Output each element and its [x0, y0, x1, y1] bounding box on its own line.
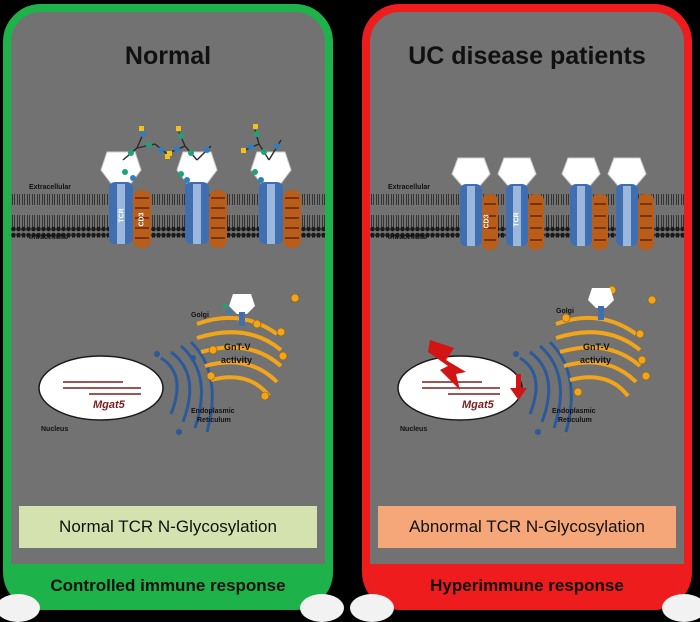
- endoplasmic-reticulum: [519, 340, 573, 433]
- cd3-coil-icon: [133, 190, 151, 248]
- cd3-coil-icon: [209, 190, 227, 248]
- tcr-label: TCR: [118, 208, 126, 223]
- corner-bump: [662, 594, 700, 622]
- activity-label: activity: [221, 355, 253, 365]
- normal-scene: [11, 124, 325, 435]
- nucleus-label: Nucleus: [400, 426, 428, 433]
- golgi-receptor: [588, 288, 614, 320]
- dna-strands: [63, 381, 141, 395]
- tcr-complex: [607, 157, 647, 246]
- tcr-complex: [561, 157, 601, 246]
- glycan-chain-icon: [167, 126, 212, 183]
- golgi-receptor: [222, 294, 255, 326]
- activity-label: activity: [580, 355, 612, 365]
- gnt-v-label: GnT-V: [224, 342, 251, 352]
- extracellular-label: Extracellular: [29, 184, 72, 191]
- corner-bump: [300, 594, 344, 622]
- vesicles: [561, 285, 657, 397]
- immune-outcome: Controlled immune response: [11, 564, 325, 602]
- panel-title: Normal: [124, 42, 212, 70]
- golgi-apparatus: [555, 315, 642, 398]
- lightning-bolt-icon: [428, 340, 466, 390]
- tcr-complex: [250, 151, 301, 248]
- tcr-complex: [451, 157, 491, 246]
- cd3-coil-icon: [482, 194, 654, 250]
- er-label-line2: Reticulum: [197, 417, 231, 424]
- golgi-label: Golgi: [556, 308, 574, 315]
- cd3-coil-icon: [283, 190, 301, 248]
- glycosylation-status: Normal TCR N-Glycosylation: [19, 506, 317, 548]
- tcr-complex: [497, 157, 537, 246]
- panel-title: UC disease patients: [408, 42, 646, 70]
- cd3-label: CD3: [138, 212, 146, 227]
- corner-bump: [350, 594, 394, 622]
- er-label-line2: Reticulum: [558, 417, 592, 424]
- extracellular-label: Extracellular: [388, 184, 431, 191]
- tcr-label: TCR: [513, 212, 521, 227]
- normal-panel: Normal: [3, 4, 333, 610]
- glycan-chain-icon: [122, 126, 170, 181]
- uc-panel: UC disease patients: [362, 4, 692, 610]
- intracellular-label: Intracellular: [29, 234, 69, 241]
- er-label-line1: Endoplasmic: [552, 408, 596, 415]
- down-arrow-icon: [510, 374, 527, 400]
- er-label-line1: Endoplasmic: [191, 408, 235, 415]
- immune-outcome: Hyperimmune response: [370, 564, 684, 602]
- gnt-v-label: GnT-V: [583, 342, 610, 352]
- nucleus-label: Nucleus: [41, 426, 69, 433]
- tcr-complex: [100, 151, 151, 248]
- intracellular-label: Intracellular: [388, 234, 428, 241]
- glycan-chain-icon: [241, 124, 282, 183]
- uc-scene: [370, 157, 684, 435]
- mgat5-label: Mgat5: [462, 399, 494, 411]
- vesicles: [206, 293, 300, 401]
- golgi-label: Golgi: [191, 312, 209, 319]
- mgat5-label: Mgat5: [93, 399, 125, 411]
- cd3-label: CD3: [483, 214, 491, 229]
- tcr-complex: [176, 151, 227, 248]
- glycosylation-status: Abnormal TCR N-Glycosylation: [378, 506, 676, 548]
- corner-bump: [0, 594, 40, 622]
- endoplasmic-reticulum: [160, 340, 214, 433]
